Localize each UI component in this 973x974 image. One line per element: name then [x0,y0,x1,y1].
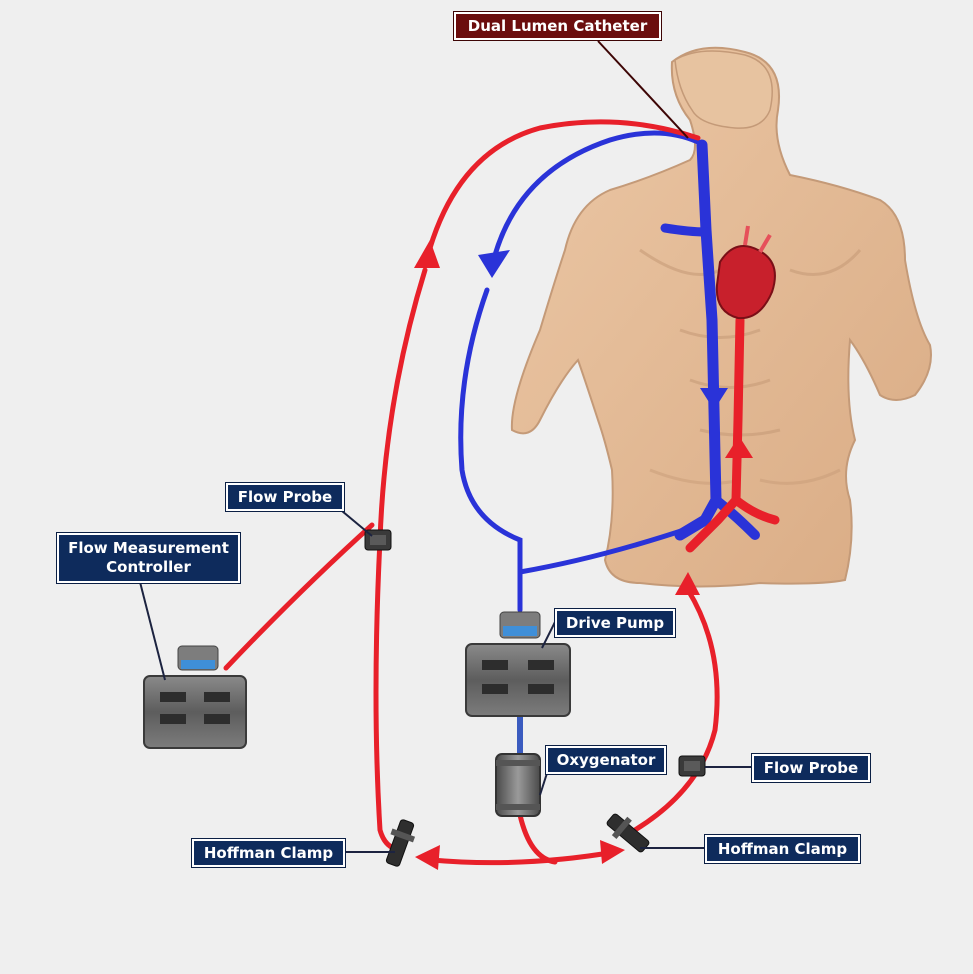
return-arrow-up [414,240,440,268]
controller-label-line-2: Controller [65,558,232,577]
flow-probe-right-label: Flow Probe [752,754,870,782]
bottom-line [432,852,615,863]
controller-label-line-1: Flow Measurement [65,539,232,558]
controller-line [226,525,372,668]
bottom-arrow-right [600,840,625,864]
hoffman-clamp-left-label: Hoffman Clamp [192,839,345,867]
oxygenator-cylinder-icon [496,754,540,816]
leader-controller [140,582,165,680]
drainage-arrow [478,250,510,278]
return-line-left [376,270,425,850]
oxygenator-label: Oxygenator [546,746,666,774]
oxygenator-out-line [520,815,555,862]
flow-measurement-controller-label: Flow Measurement Controller [57,533,240,583]
subclavian-vein [665,228,706,232]
drive-pump-label: Drive Pump [555,609,675,637]
bottom-arrow-left [415,845,440,870]
drainage-line-lower [461,290,520,610]
flow-probe-left-label: Flow Probe [226,483,344,511]
flow-probe-icon-right [679,756,705,776]
hoffman-clamp-right-label: Hoffman Clamp [705,835,860,863]
dual-lumen-catheter-label: Dual Lumen Catheter [454,12,661,40]
